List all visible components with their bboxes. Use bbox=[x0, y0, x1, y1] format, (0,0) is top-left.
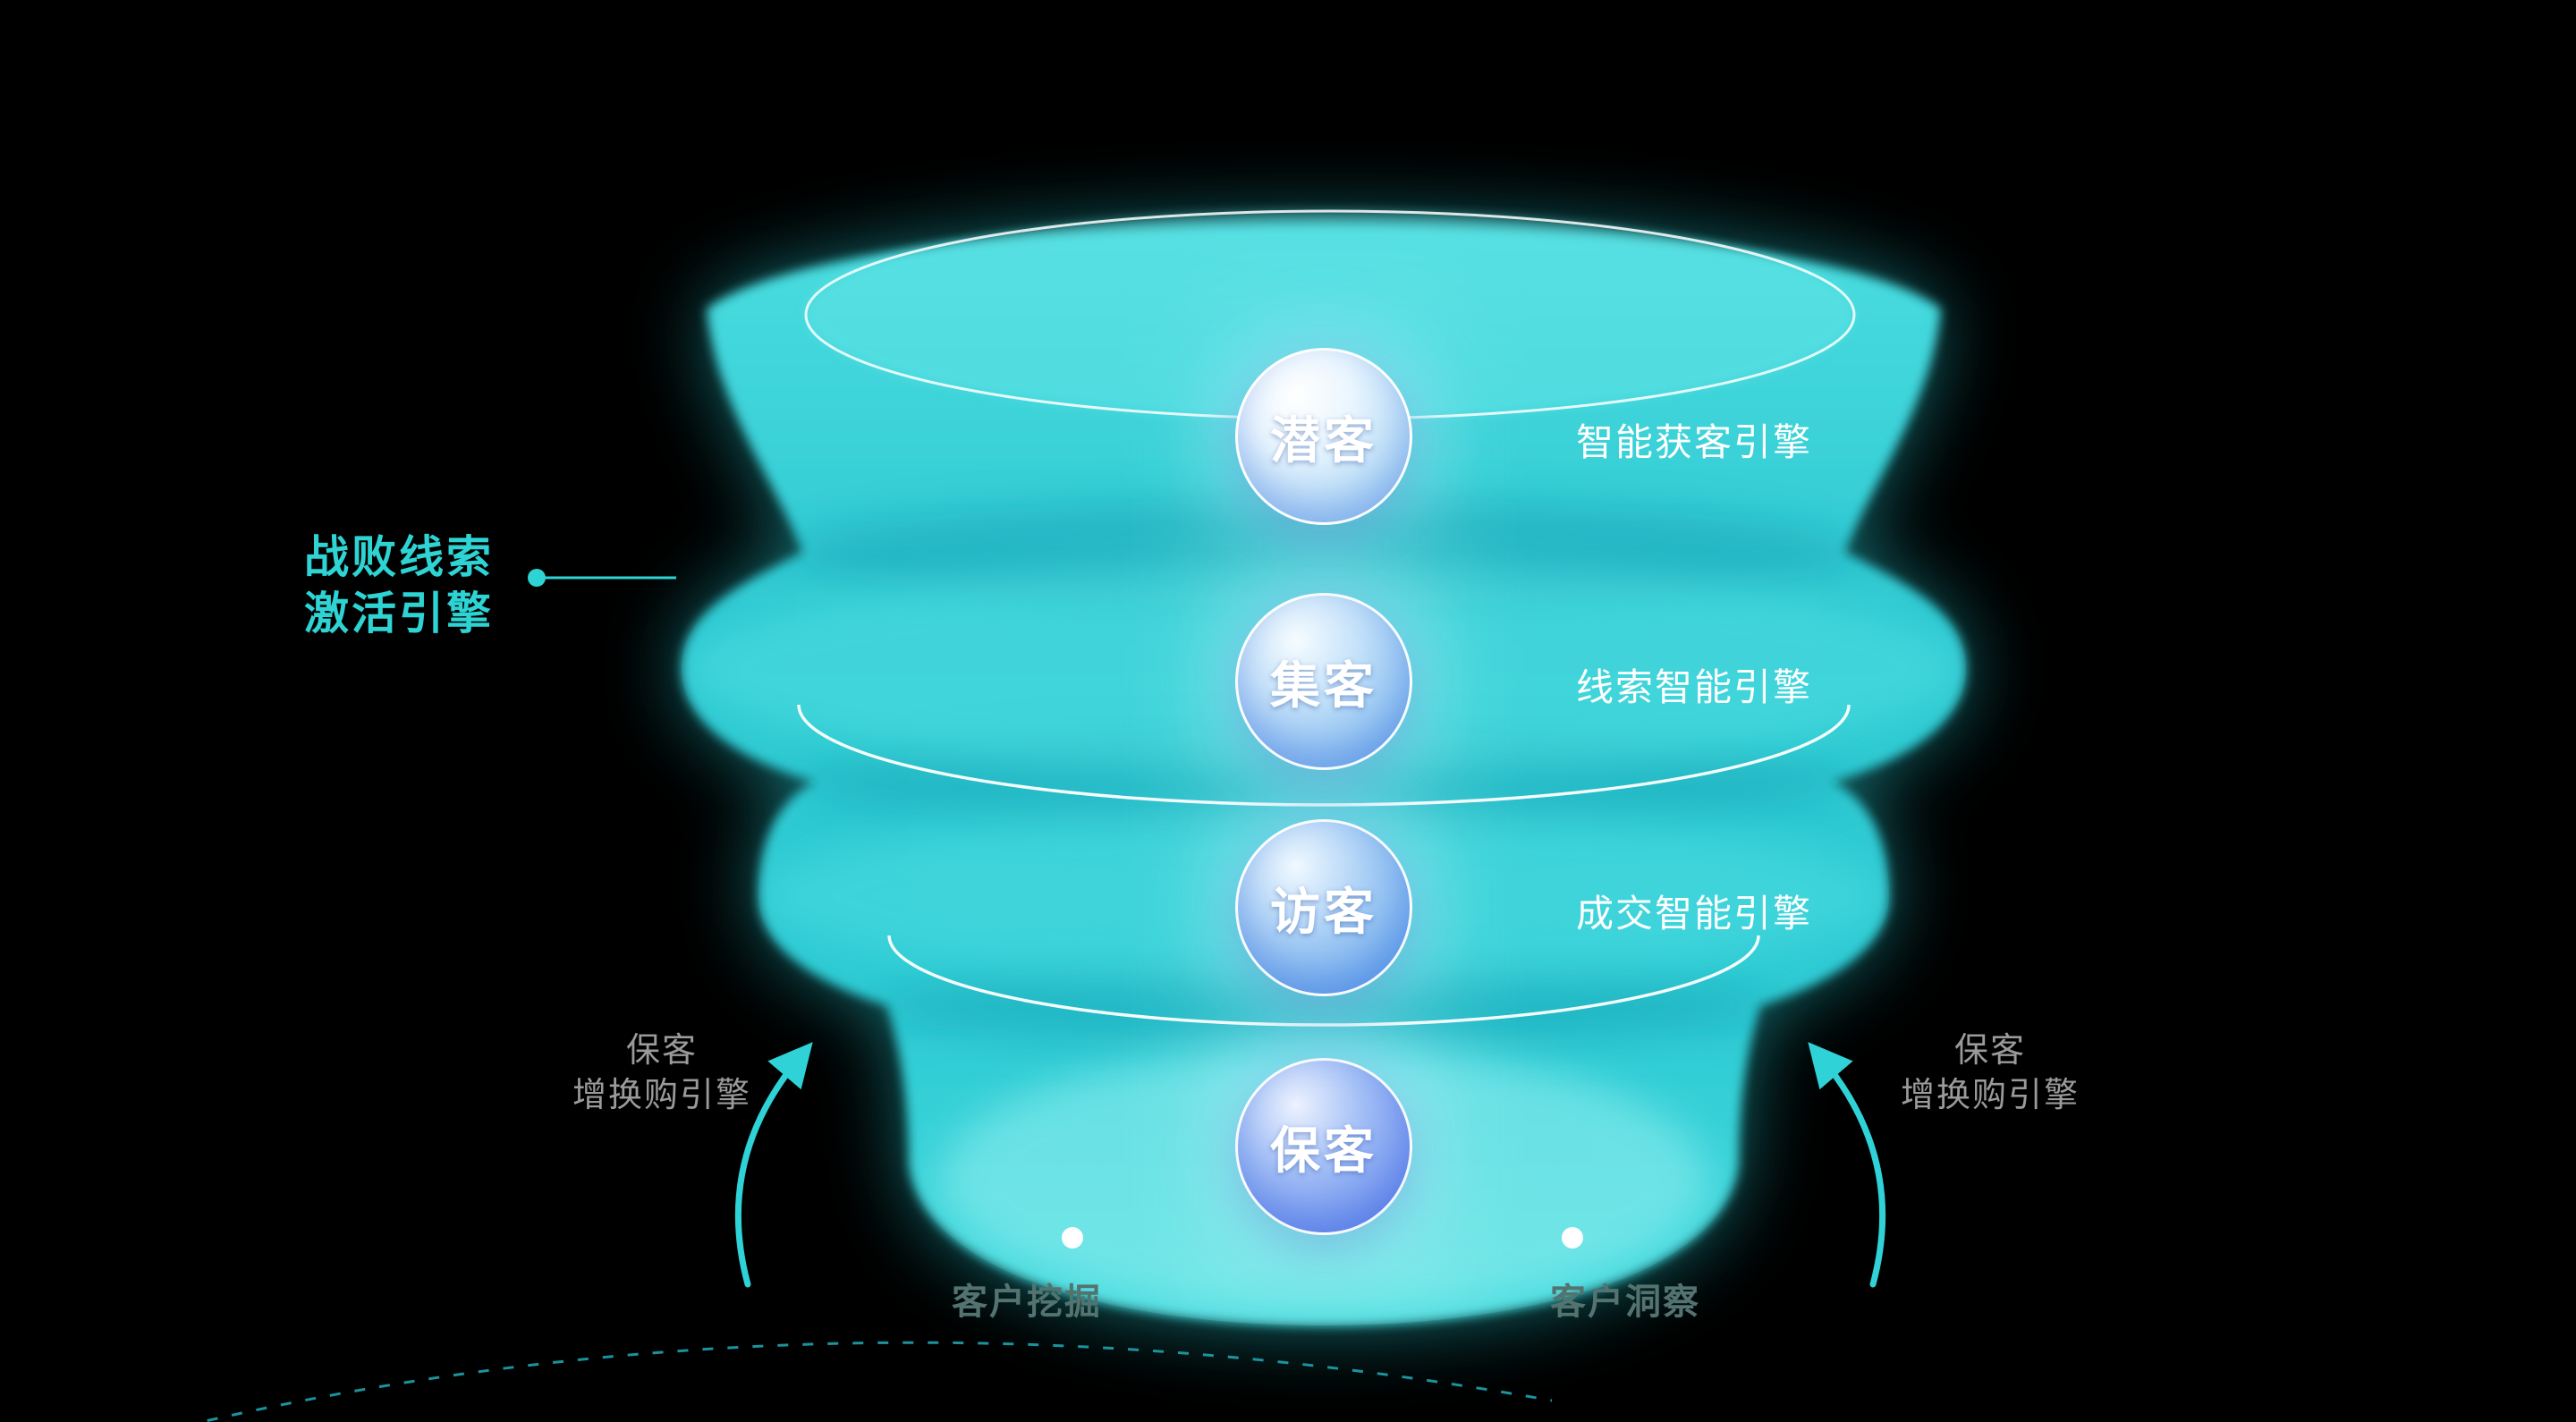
tier-separator-line-1 bbox=[797, 704, 1851, 807]
lost-leads-callout-line2: 激活引擎 bbox=[304, 588, 494, 639]
funnel-top-opening bbox=[806, 211, 1854, 419]
stage-3-badge: 访客 bbox=[1235, 819, 1412, 996]
stage-3-label: 访客 bbox=[1270, 883, 1377, 940]
bottom-label-mining: 客户挖掘 bbox=[952, 1282, 1102, 1322]
lost-leads-callout-line1: 战败线索 bbox=[304, 532, 494, 582]
dashed-base-arc bbox=[195, 1341, 1553, 1422]
tier-separator-line-2 bbox=[887, 935, 1760, 1027]
retention-label-left-line1: 保客 bbox=[625, 1032, 698, 1070]
stage-1-badge: 潜客 bbox=[1235, 348, 1412, 525]
engine-label-acquisition: 智能获客引擎 bbox=[1576, 421, 1813, 463]
engine-label-leads: 线索智能引擎 bbox=[1576, 666, 1813, 708]
retention-label-right-line1: 保客 bbox=[1953, 1032, 2026, 1070]
callout-connector-dot bbox=[528, 569, 546, 587]
retention-arrow-right bbox=[1808, 1042, 1886, 1288]
bottom-label-insight: 客户洞察 bbox=[1550, 1282, 1700, 1322]
retention-label-left-line2: 增换购引擎 bbox=[572, 1077, 751, 1115]
stage-4-label: 保客 bbox=[1270, 1122, 1377, 1179]
retention-label-right-line2: 增换购引擎 bbox=[1900, 1077, 2080, 1115]
stage-2-label: 集客 bbox=[1270, 656, 1377, 714]
retention-arrow-left bbox=[734, 1042, 813, 1288]
lost-leads-callout: 战败线索 激活引擎 bbox=[256, 529, 542, 642]
engine-label-deals: 成交智能引擎 bbox=[1576, 893, 1813, 935]
stage-4-badge: 保客 bbox=[1235, 1058, 1412, 1235]
stage-1-label: 潜客 bbox=[1270, 411, 1377, 469]
retention-label-right: 保客 增换购引擎 bbox=[1856, 1028, 2124, 1118]
bottom-dot-right bbox=[1562, 1227, 1583, 1248]
retention-label-left: 保客 增换购引擎 bbox=[528, 1028, 796, 1118]
bottom-dot-left bbox=[1062, 1227, 1083, 1248]
stage-2-badge: 集客 bbox=[1235, 593, 1412, 770]
